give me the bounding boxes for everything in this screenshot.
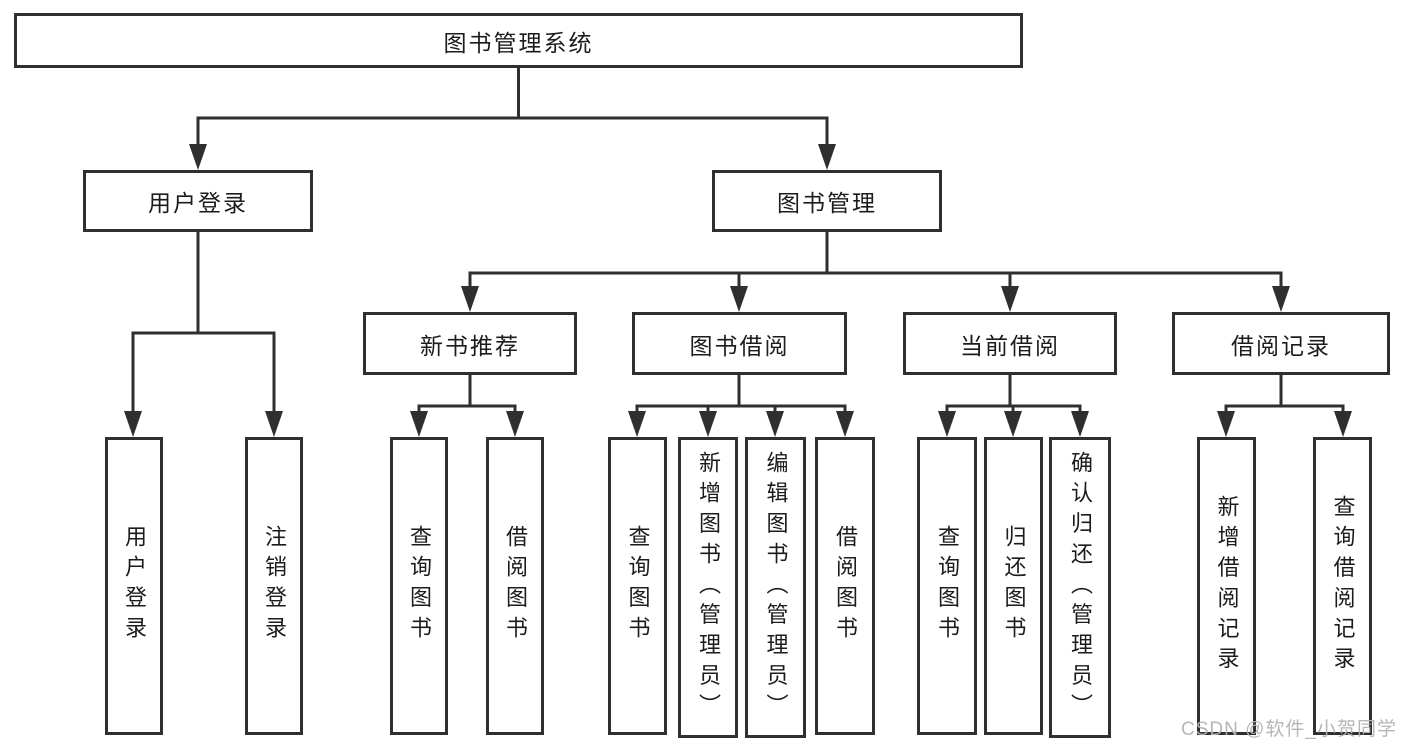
arrow-down-icon bbox=[461, 286, 479, 312]
node-user-login: 用户登录 bbox=[83, 170, 313, 232]
node-new-book-recommend: 新书推荐 bbox=[363, 312, 577, 375]
arrow-down-icon bbox=[730, 286, 748, 312]
leaf-bb-query-books: 查询图书 bbox=[608, 437, 667, 735]
leaf-br-query-record: 查询借阅记录 bbox=[1313, 437, 1372, 735]
node-current-borrowing: 当前借阅 bbox=[903, 312, 1117, 375]
arrow-down-icon bbox=[124, 411, 142, 437]
node-borrowing-records: 借阅记录 bbox=[1172, 312, 1390, 375]
leaf-nbr-borrow-books: 借阅图书 bbox=[486, 437, 544, 735]
arrow-down-icon bbox=[1071, 411, 1089, 437]
arrow-down-icon bbox=[766, 411, 784, 437]
arrow-down-icon bbox=[938, 411, 956, 437]
leaf-cb-return-books: 归还图书 bbox=[984, 437, 1043, 735]
leaf-cb-confirm-return-admin: 确认归还（管理员） bbox=[1049, 437, 1111, 738]
arrow-down-icon bbox=[1272, 286, 1290, 312]
leaf-cb-query-books: 查询图书 bbox=[917, 437, 977, 735]
arrow-down-icon bbox=[1001, 286, 1019, 312]
leaf-user-login: 用户登录 bbox=[105, 437, 163, 735]
node-book-borrowing: 图书借阅 bbox=[632, 312, 847, 375]
arrow-down-icon bbox=[1334, 411, 1352, 437]
node-root-system: 图书管理系统 bbox=[14, 13, 1023, 68]
arrow-down-icon bbox=[628, 411, 646, 437]
arrow-down-icon bbox=[836, 411, 854, 437]
arrow-down-icon bbox=[410, 411, 428, 437]
arrow-down-icon bbox=[189, 144, 207, 170]
arrow-down-icon bbox=[506, 411, 524, 437]
node-book-management: 图书管理 bbox=[712, 170, 942, 232]
arrow-down-icon bbox=[818, 144, 836, 170]
arrow-down-icon bbox=[1004, 411, 1022, 437]
leaf-br-add-record: 新增借阅记录 bbox=[1197, 437, 1256, 735]
leaf-bb-add-books-admin: 新增图书（管理员） bbox=[678, 437, 738, 738]
leaf-logout: 注销登录 bbox=[245, 437, 303, 735]
arrow-down-icon bbox=[265, 411, 283, 437]
arrow-down-icon bbox=[1217, 411, 1235, 437]
leaf-bb-edit-books-admin: 编辑图书（管理员） bbox=[745, 437, 806, 738]
watermark: CSDN @软件_小贺同学 bbox=[1181, 719, 1397, 740]
arrow-down-icon bbox=[699, 411, 717, 437]
leaf-bb-borrow-books: 借阅图书 bbox=[815, 437, 875, 735]
leaf-nbr-query-books: 查询图书 bbox=[390, 437, 448, 735]
